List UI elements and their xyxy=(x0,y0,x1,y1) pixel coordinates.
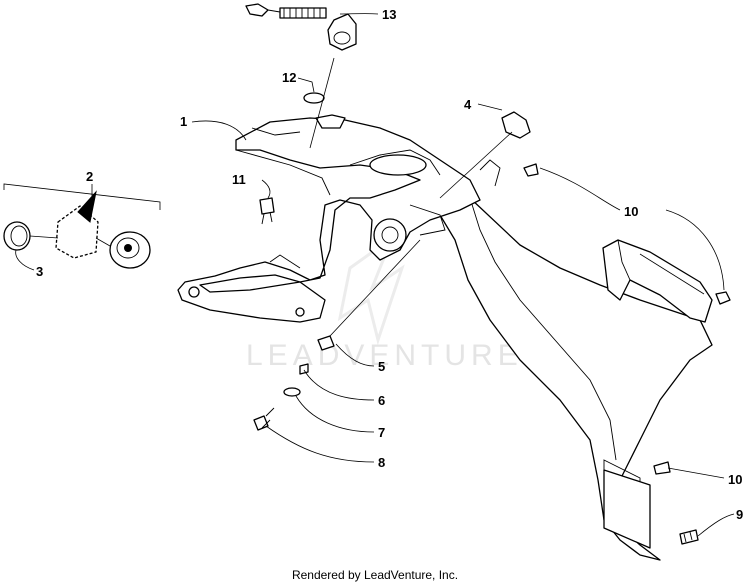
bolt-part-8 xyxy=(253,407,275,431)
washer-part-6 xyxy=(299,363,309,375)
button-cap-part-4 xyxy=(501,111,531,139)
callout-12: 12 xyxy=(282,70,296,85)
callout-11: 11 xyxy=(232,172,246,187)
leader-lines xyxy=(15,13,735,537)
callout-8: 8 xyxy=(378,455,385,470)
washer-part-7 xyxy=(283,387,301,397)
rear-fender-panel xyxy=(417,181,713,561)
watermark-text: LEADVENTURE xyxy=(246,339,523,372)
switch-part-11 xyxy=(259,197,275,225)
screw-part-10-lower xyxy=(653,461,671,475)
watermark: LEADVENTURE xyxy=(246,233,523,372)
screw-part-9 xyxy=(679,529,699,545)
grommet-part-12 xyxy=(303,92,325,104)
callout-4: 4 xyxy=(464,97,472,112)
callout-9: 9 xyxy=(736,507,743,522)
callout-10a: 10 xyxy=(624,204,638,219)
seat-frame-part-1 xyxy=(177,114,501,323)
callout-7: 7 xyxy=(378,425,385,440)
callout-2: 2 xyxy=(86,169,93,184)
clip-part-5 xyxy=(317,335,335,351)
callout-10b: 10 xyxy=(728,472,742,487)
callout-3: 3 xyxy=(36,264,43,279)
callout-5: 5 xyxy=(378,359,385,374)
arrow-indicator-icon xyxy=(77,190,97,223)
switch-knob-part-2 xyxy=(109,231,151,269)
callout-labels: 1 2 3 4 5 6 7 8 9 10 10 11 12 13 xyxy=(36,7,743,522)
switch-housing-part-2 xyxy=(55,190,99,259)
callout-6: 6 xyxy=(378,393,385,408)
tether-switch-part-13 xyxy=(245,3,357,51)
screw-part-10-upper xyxy=(523,163,539,177)
screw-part-10-right xyxy=(715,291,731,305)
assembly-bracket-part-2 xyxy=(3,183,161,210)
seal-part-3 xyxy=(3,221,31,251)
render-credit: Rendered by LeadVenture, Inc. xyxy=(291,568,459,582)
callout-13: 13 xyxy=(382,7,396,22)
callout-1: 1 xyxy=(180,114,187,129)
